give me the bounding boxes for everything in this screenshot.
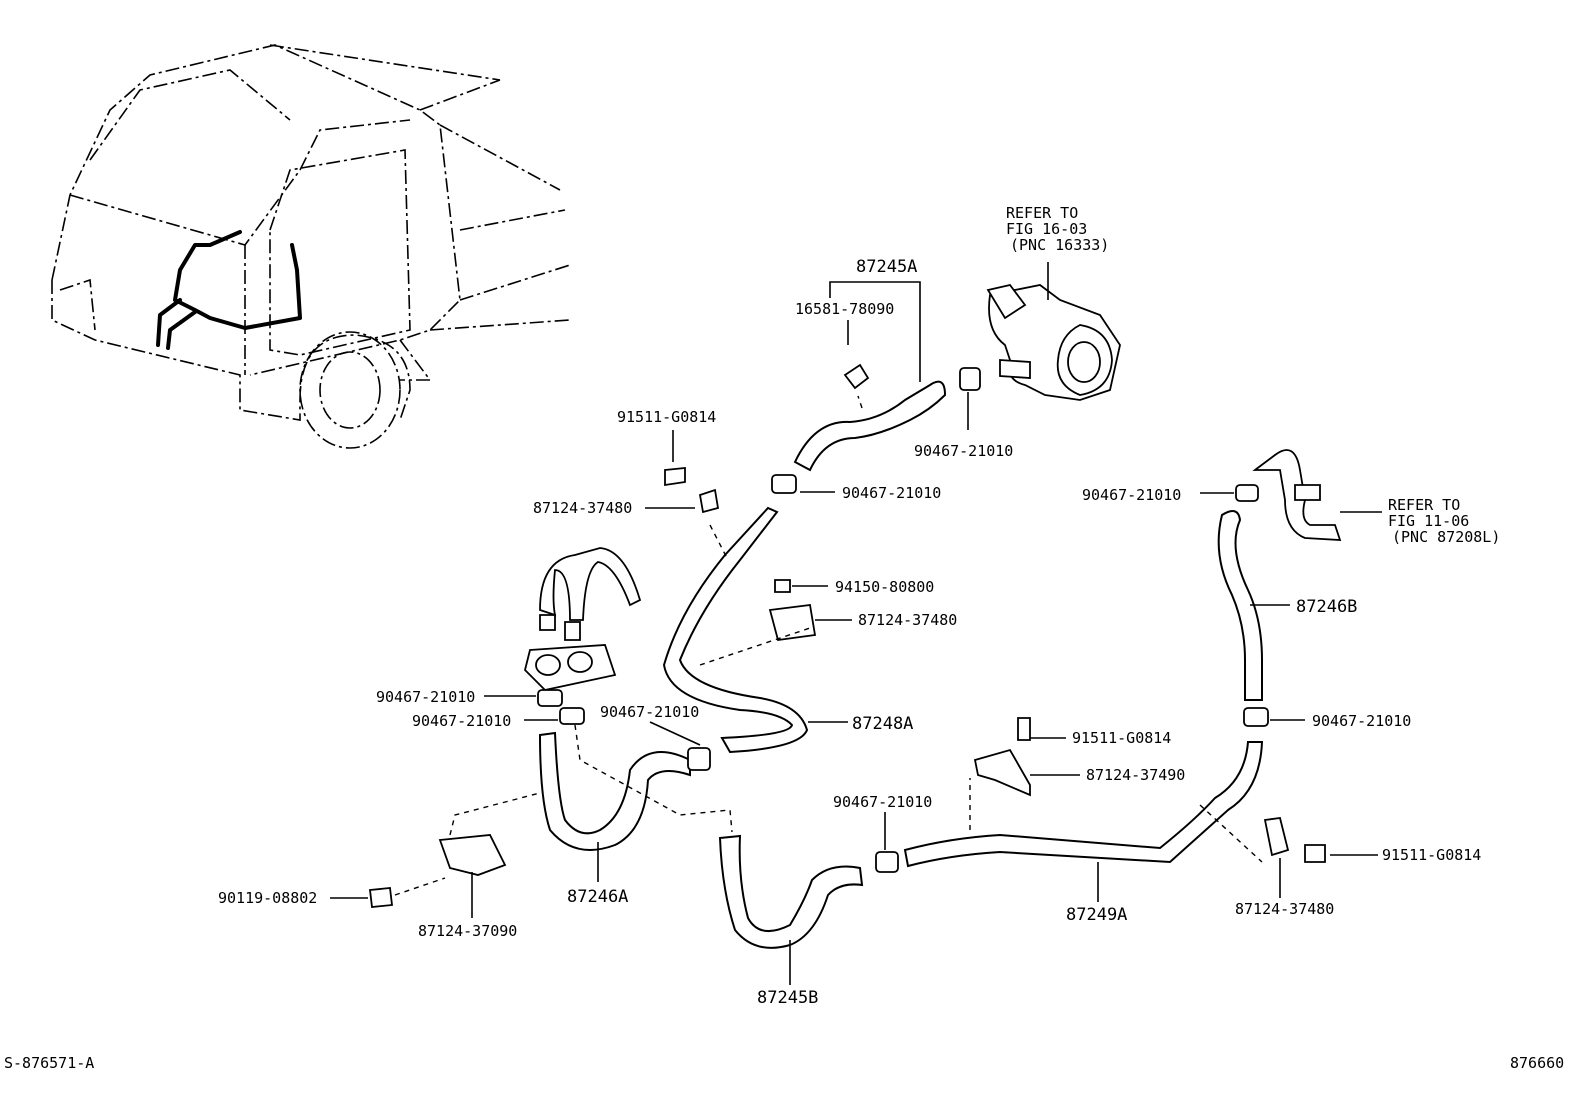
heater-core-pipes	[524, 547, 642, 691]
engine-outlet-housing	[986, 283, 1121, 401]
reference-right-line1: REFER TO	[1388, 496, 1460, 514]
callout-87124-37480-left: 87124-37480	[533, 499, 632, 517]
reference-notes: REFER TO FIG 16-03 (PNC 16333) REFER TO …	[1006, 204, 1500, 546]
callout-90467-21010-c: 90467-21010	[600, 703, 699, 721]
callout-16581-78090: 16581-78090	[795, 300, 894, 318]
callout-91511-G0814-left: 91511-G0814	[617, 408, 716, 426]
leader-lines	[330, 262, 1382, 985]
footer-codes: S-876571-A 876660	[4, 1054, 1564, 1072]
callout-87245A: 87245A	[856, 257, 917, 277]
reference-right-line2: FIG 11-06	[1388, 512, 1469, 530]
truck-illustration	[51, 44, 571, 449]
callout-94150-80800: 94150-80800	[835, 578, 934, 596]
callout-87246A: 87246A	[567, 887, 628, 907]
brackets-and-bolts	[368, 467, 1326, 908]
callout-90467-21010-mid: 90467-21010	[842, 484, 941, 502]
reference-right-line3: (PNC 87208L)	[1392, 528, 1500, 546]
callout-87245B: 87245B	[757, 988, 818, 1008]
callout-labels: 87245A 16581-78090 90467-21010 91511-G08…	[218, 257, 1481, 1008]
callout-91511-G0814-right: 91511-G0814	[1382, 846, 1481, 864]
callout-90467-21010-right: 90467-21010	[1082, 486, 1181, 504]
hose-87246A	[538, 731, 691, 851]
callout-87124-37090: 87124-37090	[418, 922, 517, 940]
hose-87248A	[662, 506, 809, 754]
callout-90467-21010-top: 90467-21010	[914, 442, 1013, 460]
hose-87249A	[903, 741, 1264, 868]
callout-87248A: 87248A	[852, 714, 913, 734]
callout-90467-21010-b: 90467-21010	[412, 712, 511, 730]
callout-90467-21010-d: 90467-21010	[833, 793, 932, 811]
footer-left-code: S-876571-A	[4, 1054, 94, 1072]
callout-87124-37480-right: 87124-37480	[1235, 900, 1334, 918]
callout-90467-21010-a: 90467-21010	[376, 688, 475, 706]
hose-87245B	[718, 834, 864, 949]
reference-top-line1: REFER TO	[1006, 204, 1078, 222]
callout-87246B: 87246B	[1296, 597, 1357, 617]
hose-clamps	[537, 367, 1269, 873]
callout-87124-37490: 87124-37490	[1086, 766, 1185, 784]
callout-90119-08802: 90119-08802	[218, 889, 317, 907]
hose-87245A	[793, 363, 947, 472]
alignment-lines	[394, 395, 1263, 896]
callout-90467-21010-e: 90467-21010	[1312, 712, 1411, 730]
callout-87124-37480-mid: 87124-37480	[858, 611, 957, 629]
reference-top-line3: (PNC 16333)	[1010, 236, 1109, 254]
heater-pipe-right	[1252, 449, 1342, 541]
reference-top-line2: FIG 16-03	[1006, 220, 1087, 238]
hose-87246B	[1217, 510, 1263, 701]
callout-87249A: 87249A	[1066, 905, 1127, 925]
callout-91511-G0814-mid: 91511-G0814	[1072, 729, 1171, 747]
footer-right-code: 876660	[1510, 1054, 1564, 1072]
